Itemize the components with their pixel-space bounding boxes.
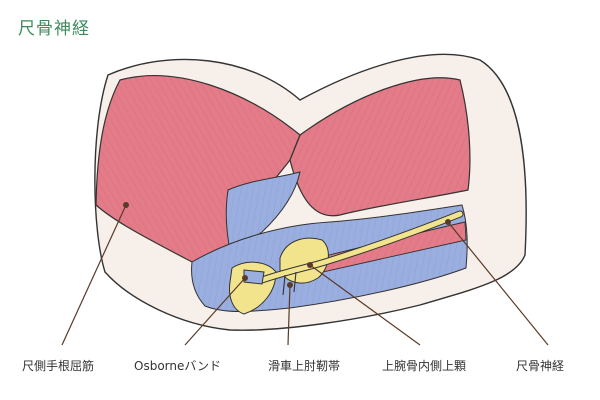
upper-arm-muscle bbox=[289, 77, 471, 217]
tendon-band-upper bbox=[225, 171, 301, 251]
leader-dot-osborne bbox=[242, 275, 248, 281]
leader-dot-fcu bbox=[123, 202, 129, 208]
leader-dot-ulnar-nerve bbox=[445, 219, 451, 225]
label-medial-epicondyle: 上腕骨内側上顆 bbox=[382, 359, 467, 373]
label-trochlear-ligament: 滑車上肘靭帯 bbox=[268, 359, 341, 373]
figure-title: 尺骨神経 bbox=[18, 19, 90, 39]
leader-fcu bbox=[61, 204, 127, 346]
leader-dot-trochlear bbox=[287, 282, 293, 288]
label-ulnar-nerve: 尺骨神経 bbox=[516, 359, 565, 373]
label-fcu: 尺側手根屈筋 bbox=[22, 359, 95, 373]
leader-trochlear bbox=[287, 284, 291, 346]
osborne-band-region bbox=[229, 261, 277, 315]
trochlear-ligament-mark-1 bbox=[282, 274, 286, 296]
leader-dot-epicondyle bbox=[307, 262, 313, 268]
trochlear-ligament-mark-2 bbox=[293, 271, 297, 293]
label-osborne-band: Osborneバンド bbox=[134, 359, 221, 373]
ulnar-nerve-fill bbox=[259, 211, 463, 283]
leader-ulnar-nerve bbox=[447, 221, 549, 346]
leader-epicondyle bbox=[309, 264, 421, 346]
leader-osborne bbox=[184, 277, 246, 346]
